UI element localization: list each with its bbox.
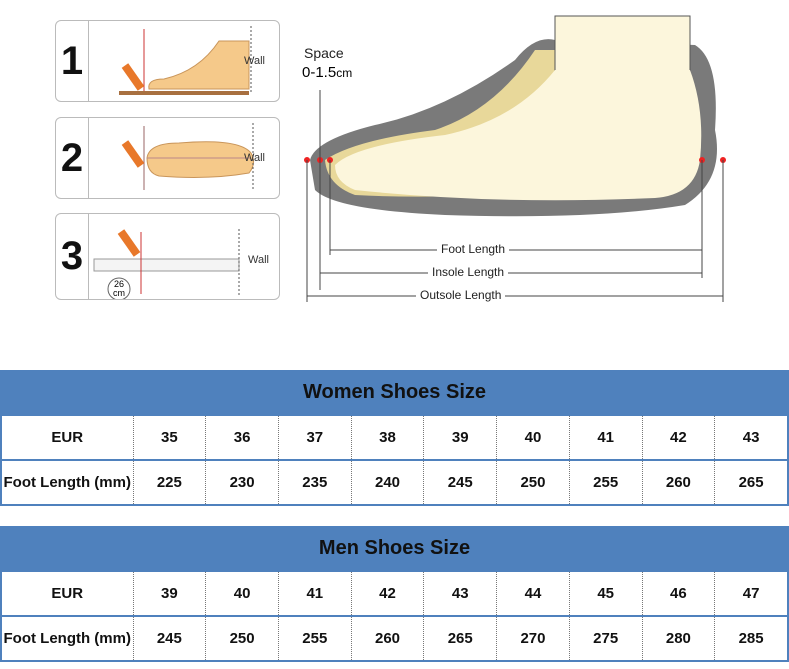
space-value-number: 0-1.5 (302, 64, 337, 81)
step-number: 3 (56, 214, 89, 299)
ruler-mark-label: 26 cm (113, 279, 125, 298)
cell: 41 (277, 572, 351, 615)
cell: 41 (568, 416, 642, 459)
cell: 230 (205, 461, 278, 504)
cell: 260 (641, 461, 715, 504)
step-1-panel: 1 Wall (55, 20, 280, 102)
cell: 255 (568, 461, 642, 504)
cell: 265 (423, 617, 496, 660)
cell: 250 (205, 617, 278, 660)
shoe-measurement-diagram (304, 15, 726, 302)
cell: 285 (714, 617, 787, 660)
cell: 39 (132, 572, 206, 615)
cell: 245 (423, 461, 496, 504)
table-title: Women Shoes Size (2, 370, 787, 414)
foot-top-illustration (121, 123, 255, 190)
cell: 240 (350, 461, 424, 504)
foot-length-label: Foot Length (437, 242, 510, 256)
space-value: 0-1.5cm (302, 64, 352, 81)
cell: 280 (641, 617, 715, 660)
step-3-panel: 3 Wall 26 cm (55, 213, 280, 300)
row-header: EUR (51, 429, 84, 446)
cell: 36 (205, 416, 278, 459)
cell: 39 (423, 416, 496, 459)
row-header: Foot Length (mm) (3, 474, 131, 491)
wall-label: Wall (248, 254, 269, 266)
cell: 265 (714, 461, 787, 504)
row-header: Foot Length (mm) (3, 630, 131, 647)
cell: 270 (496, 617, 569, 660)
cell: 47 (714, 572, 787, 615)
cell: 40 (496, 416, 569, 459)
cell: 37 (277, 416, 351, 459)
cell: 43 (423, 572, 496, 615)
cell: 40 (205, 572, 278, 615)
cell: 46 (641, 572, 715, 615)
insole-length-label: Insole Length (428, 265, 509, 279)
cell: 35 (132, 416, 206, 459)
cell: 42 (641, 416, 715, 459)
row-header: EUR (51, 585, 84, 602)
cell: 250 (496, 461, 569, 504)
step-2-panel: 2 Wall (55, 117, 280, 199)
cell: 235 (277, 461, 351, 504)
ruler-illustration (93, 229, 240, 299)
table-title: Men Shoes Size (2, 526, 787, 570)
cell: 38 (350, 416, 424, 459)
step-number: 1 (56, 21, 89, 101)
cell: 260 (350, 617, 424, 660)
cell: 225 (132, 461, 206, 504)
cell: 275 (568, 617, 642, 660)
space-unit: cm (336, 66, 353, 80)
cell: 245 (132, 617, 206, 660)
space-label: Space (300, 45, 348, 61)
foot-side-illustration (119, 26, 252, 95)
cell: 43 (714, 416, 787, 459)
cell: 44 (496, 572, 569, 615)
outsole-length-label: Outsole Length (416, 288, 506, 302)
wall-label: Wall (244, 152, 265, 164)
cell: 42 (350, 572, 424, 615)
wall-label: Wall (244, 55, 265, 67)
cell: 45 (568, 572, 642, 615)
step-number: 2 (56, 118, 89, 198)
cell: 255 (277, 617, 351, 660)
